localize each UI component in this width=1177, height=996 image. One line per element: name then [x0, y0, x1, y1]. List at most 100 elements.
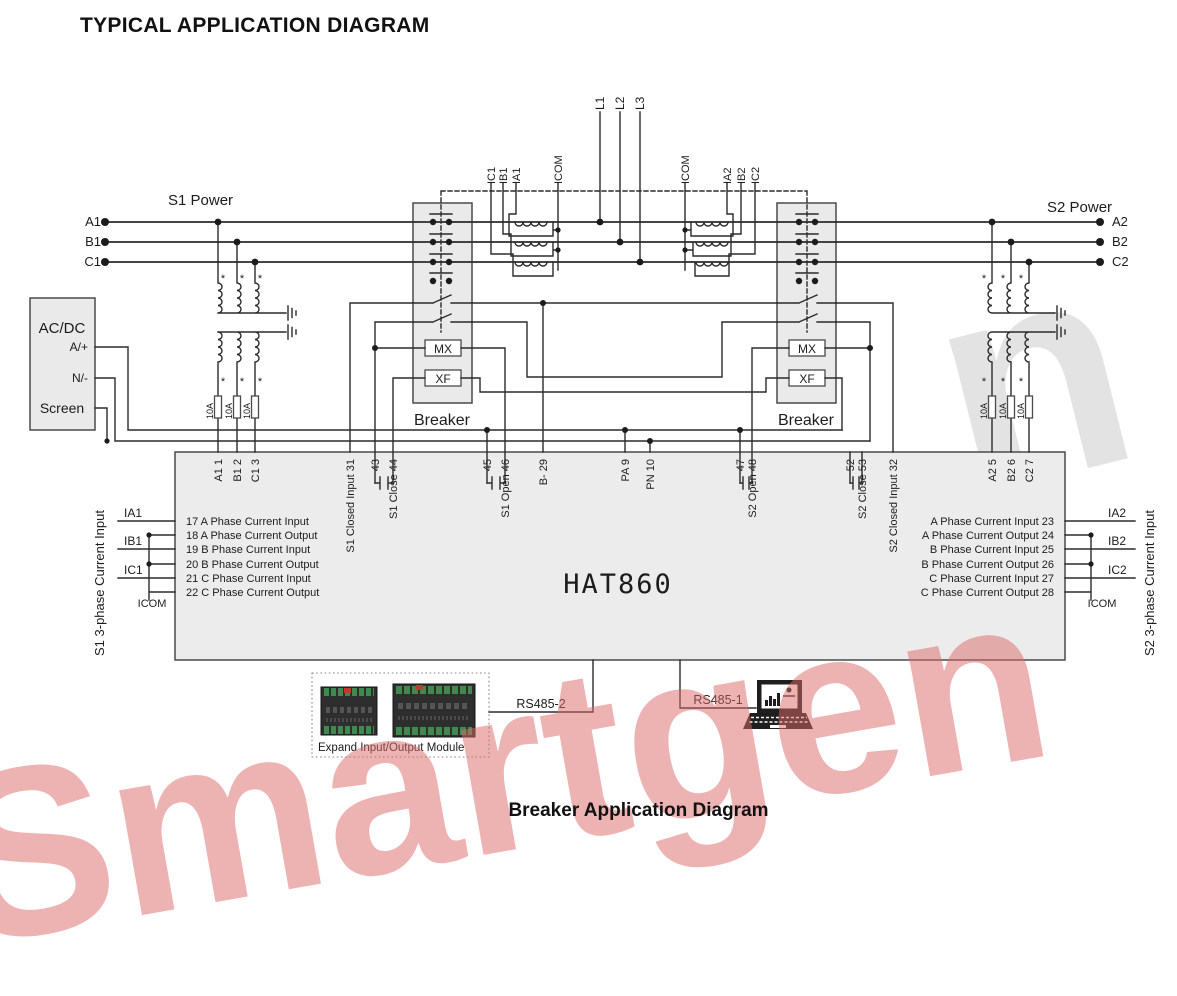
- xf-label: XF: [799, 372, 814, 386]
- polarity-mark: *: [1019, 376, 1024, 388]
- phase-label-right: C2: [1112, 254, 1129, 269]
- side-label-right: IA2: [1108, 506, 1126, 520]
- junction-dot: [540, 300, 546, 306]
- bus-tap-label: L1: [593, 96, 607, 110]
- side-label-left: ICOM: [138, 598, 167, 610]
- rs485-1-label: RS485-1: [693, 693, 742, 707]
- polarity-mark: *: [982, 273, 987, 285]
- terminal-label: B- 29: [538, 459, 550, 485]
- terminal-label: C2 7: [1024, 459, 1036, 482]
- junction-dot: [1007, 238, 1015, 246]
- junction-dot: [445, 238, 453, 246]
- side-label-left: IB1: [124, 534, 142, 548]
- terminal-label: S2 Close 53: [857, 459, 869, 519]
- junction-dot: [104, 438, 110, 444]
- left-channel: 19 B Phase Current Input: [186, 544, 310, 556]
- side-label-left: IC1: [124, 563, 143, 577]
- right-channel: B Phase Current Input 25: [930, 544, 1054, 556]
- device-name: HAT860: [563, 569, 673, 600]
- control-wiring: [349, 302, 894, 484]
- terminal-label: PA 9: [620, 459, 632, 481]
- expand-module-box: [311, 672, 490, 758]
- ct-label-right: IC2: [750, 167, 762, 184]
- phase-label-left: B1: [85, 234, 101, 249]
- junction-dot: [429, 238, 437, 246]
- junction-dot: [795, 277, 803, 285]
- breaker-right: MX XF: [776, 213, 837, 387]
- polarity-mark: *: [221, 273, 226, 285]
- junction-dot: [811, 238, 819, 246]
- page: n TYPICAL APPLICATION DIAGRAM: [0, 14, 1161, 996]
- terminal-label: 43: [370, 459, 382, 471]
- acdc-box: [29, 297, 96, 431]
- junction-dot: [429, 258, 437, 266]
- junction-dot: [811, 258, 819, 266]
- junction-dot: [445, 258, 453, 266]
- terminal-label: C1 3: [250, 459, 262, 482]
- mx-label: MX: [798, 342, 816, 356]
- current-input-wiring-left: [117, 520, 176, 601]
- left-channel-labels: 17 A Phase Current Input 18 A Phase Curre…: [186, 516, 319, 599]
- junction-dot: [1088, 561, 1094, 567]
- junction-dot: [445, 277, 453, 285]
- junction-dot: [647, 438, 653, 444]
- ct-label-left: ICOM: [553, 155, 565, 184]
- terminal-label: 47: [735, 459, 747, 471]
- junction-dot: [251, 258, 259, 266]
- right-channel: A Phase Current Output 24: [922, 530, 1054, 542]
- junction-dot: [146, 561, 152, 567]
- acdc-terminal: Screen: [40, 400, 84, 416]
- junction-dot: [101, 218, 109, 226]
- junction-dot: [596, 218, 604, 226]
- left-channel: 17 A Phase Current Input: [186, 516, 309, 528]
- acdc-terminal: A/+: [70, 340, 88, 354]
- ct-right-cluster: [684, 182, 756, 277]
- junction-dot: [1096, 238, 1104, 246]
- terminal-label: S2 Closed Input 32: [888, 459, 900, 553]
- terminal-label: S2 Open 48: [747, 459, 759, 518]
- junction-dot: [811, 277, 819, 285]
- polarity-marks: ************: [221, 273, 1024, 388]
- fuses: [213, 395, 1034, 419]
- polarity-mark: *: [982, 376, 987, 388]
- fuse-rating: 10A: [224, 403, 234, 419]
- terminal-label: B2 6: [1006, 459, 1018, 482]
- s2-power-label: S2 Power: [1047, 199, 1112, 216]
- polarity-mark: *: [258, 273, 263, 285]
- polarity-mark: *: [240, 376, 245, 388]
- terminal-label: 45: [482, 459, 494, 471]
- left-channel: 18 A Phase Current Output: [186, 530, 317, 542]
- terminal-label: 52: [845, 459, 857, 471]
- left-channel: 21 C Phase Current Input: [186, 573, 311, 585]
- junction-dot: [867, 345, 873, 351]
- terminal-label: S1 Open 46: [500, 459, 512, 518]
- pt-left: [217, 221, 297, 453]
- ct-label-right: ICOM: [680, 155, 692, 184]
- junction-dot: [811, 218, 819, 226]
- fuse-rating: 10A: [998, 403, 1008, 419]
- junction-dot: [101, 238, 109, 246]
- junction-dot: [636, 258, 644, 266]
- page-title: TYPICAL APPLICATION DIAGRAM: [80, 14, 430, 37]
- phase-label-left: A1: [85, 214, 101, 229]
- relay-contacts: [374, 476, 863, 490]
- polarity-mark: *: [1019, 273, 1024, 285]
- terminal-label: A2 5: [987, 459, 999, 482]
- junction-dot: [445, 218, 453, 226]
- s2-current-input-title: S2 3-phase Current Input: [1142, 510, 1157, 656]
- junction-dot: [1088, 532, 1094, 538]
- phase-label-right: B2: [1112, 234, 1128, 249]
- terminal-label: A1 1: [213, 459, 225, 482]
- left-channel: 20 B Phase Current Output: [186, 559, 319, 571]
- junction-dot: [372, 345, 378, 351]
- fuse-rating: 10A: [205, 403, 215, 419]
- junction-dot: [429, 277, 437, 285]
- side-label-right: ICOM: [1088, 598, 1117, 610]
- side-label-right: IB2: [1108, 534, 1126, 548]
- bus-tap-lines: [599, 111, 641, 263]
- expand-module-label: Expand Input/Output Module: [318, 742, 464, 754]
